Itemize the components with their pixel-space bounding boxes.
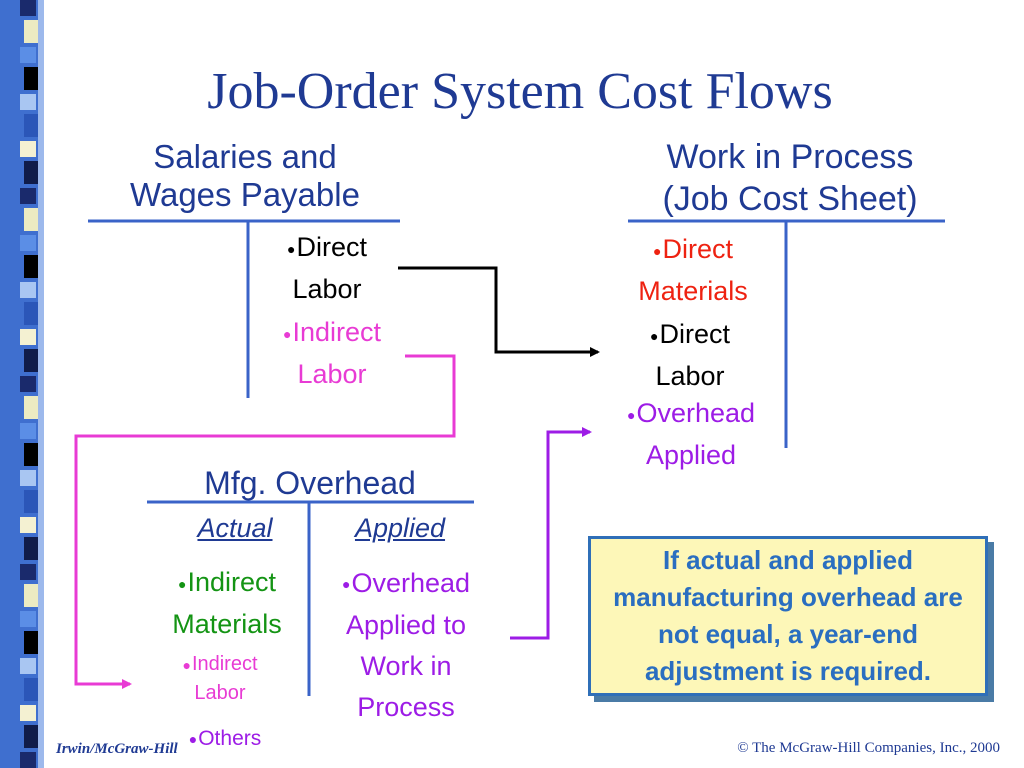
entry-line: Direct	[659, 319, 730, 349]
footer-publisher: Irwin/McGraw-Hill	[56, 741, 178, 757]
wip-entry-overhead-applied: ●Overhead Applied	[600, 393, 782, 475]
strip-block	[20, 235, 36, 251]
strip-block	[24, 678, 38, 701]
bullet-dot-icon: ●	[188, 731, 198, 748]
strip-block	[24, 584, 38, 607]
strip-block	[24, 631, 38, 654]
left-decorative-strip	[0, 0, 44, 768]
entry-line: Work in	[360, 651, 452, 682]
entry-line: Labor	[194, 681, 246, 704]
salaries-account-title: Salaries and Wages Payable	[95, 138, 395, 214]
bullet-dot-icon: ●	[182, 656, 191, 673]
strip-block	[24, 161, 38, 184]
strip-block	[24, 443, 38, 466]
bullet-dot-icon: ●	[341, 576, 351, 593]
strip-block	[20, 423, 36, 439]
bullet-dot-icon: ●	[653, 242, 662, 259]
entry-line: Direct	[296, 232, 367, 262]
entry-line: Applied	[645, 439, 737, 470]
entry-line: Overhead	[351, 568, 471, 598]
strip-block	[24, 396, 38, 419]
entry-line: Labor	[292, 273, 362, 304]
strip-block	[20, 329, 36, 345]
strip-block	[24, 20, 38, 43]
entry-line: Indirect	[187, 567, 276, 597]
strip-block	[24, 302, 38, 325]
bullet-dot-icon: ●	[650, 327, 659, 344]
bullet-dot-icon: ●	[626, 406, 636, 423]
entry-line: Overhead	[636, 398, 756, 428]
strip-block	[20, 0, 36, 16]
strip-edge	[38, 0, 44, 768]
strip-block	[20, 376, 36, 392]
entry-line: Materials	[638, 275, 748, 306]
strip-block	[20, 752, 36, 768]
entry-line: Indirect	[292, 317, 381, 347]
strip-block	[20, 94, 36, 110]
salaries-title-line1: Salaries and	[153, 138, 337, 175]
overhead-entry-others: ●Others	[170, 724, 280, 754]
slide-title: Job-Order System Cost Flows	[207, 63, 833, 120]
strip-block	[24, 725, 38, 748]
entry-line: Applied to	[345, 610, 467, 641]
entry-line: Others	[198, 727, 262, 750]
strip-block	[20, 705, 36, 721]
bullet-dot-icon: ●	[177, 575, 187, 592]
strip-block	[24, 67, 38, 90]
bullet-dot-icon: ●	[287, 240, 296, 257]
salaries-title-line2: Wages Payable	[130, 176, 360, 213]
footer-copyright: © The McGraw-Hill Companies, Inc., 2000	[737, 740, 1000, 756]
strip-block	[24, 255, 38, 278]
strip-block	[20, 141, 36, 157]
salaries-entry-direct-labor: ●Direct Labor	[262, 227, 392, 309]
overhead-entry-indirect-materials: ●Indirect Materials	[148, 562, 306, 644]
strip-block	[24, 114, 38, 137]
bullet-dot-icon: ●	[282, 325, 292, 342]
entry-line: Labor	[297, 358, 367, 389]
strip-block	[20, 470, 36, 486]
entry-line: Labor	[655, 360, 725, 391]
strip-block	[24, 208, 38, 231]
entry-line: Process	[357, 692, 455, 723]
wip-title-line1: Work in Process	[666, 138, 914, 176]
overhead-applied-label: Applied	[354, 513, 446, 543]
strip-block	[24, 537, 38, 560]
strip-block	[20, 282, 36, 298]
wip-account-title: Work in Process (Job Cost Sheet)	[615, 136, 965, 220]
entry-line: Indirect	[191, 653, 258, 675]
overhead-entry-applied-to-wip: ●Overhead Applied to Work in Process	[318, 563, 494, 728]
overhead-account-title: Mfg. Overhead	[204, 465, 416, 501]
entry-line: Materials	[172, 608, 282, 639]
strip-block	[24, 349, 38, 372]
note-box: If actual and applied manufacturing over…	[588, 536, 988, 696]
wip-entry-direct-materials: ●Direct Materials	[608, 229, 778, 311]
indirect-labor-arrow	[74, 354, 456, 689]
strip-block	[20, 564, 36, 580]
strip-block	[20, 47, 36, 63]
entry-line: Direct	[662, 234, 733, 264]
strip-block	[24, 490, 38, 513]
strip-block	[20, 611, 36, 627]
wip-entry-direct-labor: ●Direct Labor	[620, 314, 760, 396]
strip-block	[20, 188, 36, 204]
direct-labor-arrow	[398, 266, 600, 357]
strip-block	[20, 517, 36, 533]
overhead-entry-indirect-labor: ●Indirect Labor	[160, 650, 280, 707]
note-text: If actual and applied manufacturing over…	[613, 545, 963, 686]
overhead-actual-label: Actual	[197, 513, 273, 543]
salaries-entry-indirect-labor: ●Indirect Labor	[262, 312, 402, 394]
strip-block	[20, 658, 36, 674]
overhead-applied-arrow	[510, 427, 592, 640]
wip-title-line2: (Job Cost Sheet)	[662, 180, 918, 218]
